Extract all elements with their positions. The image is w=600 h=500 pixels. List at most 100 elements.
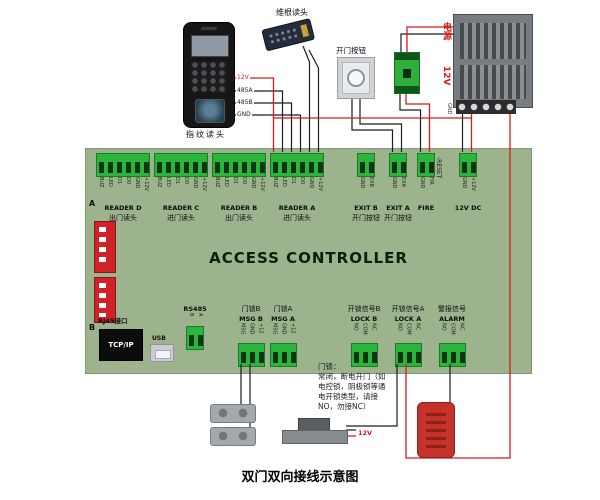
lock-b-terminal-block — [350, 343, 378, 367]
alarm-siren-body — [417, 402, 455, 458]
reset-label: -RESET — [435, 157, 442, 179]
dc-terminal-block — [459, 153, 477, 177]
pin-label: B — [188, 313, 194, 317]
reader-d-terminal-block — [96, 153, 150, 177]
pin-label: MSG — [239, 323, 246, 335]
pin-label: BUZ — [156, 177, 162, 188]
side-b-label: B — [89, 323, 96, 332]
pin-label: NO — [440, 323, 447, 331]
wire-label-12v: 12V — [236, 74, 250, 81]
bolt-voltage-label: 12V — [358, 429, 373, 437]
note-line: 门锁： — [318, 362, 341, 371]
note-line: NO，勿接NC） — [318, 402, 371, 411]
reader-d-label: READER D — [104, 204, 142, 212]
reader-b-terminal-block — [212, 153, 266, 177]
wire-gnd — [233, 114, 302, 152]
pin-label: +12 — [289, 323, 296, 334]
pin-label: D1 — [174, 177, 180, 185]
dc-label: 12V DC — [454, 204, 482, 212]
pin-label: BUZ — [272, 177, 278, 188]
msg-b-label: MSG B — [239, 315, 263, 323]
pin-label: GND — [391, 177, 397, 189]
pin-label: GND — [248, 323, 255, 335]
exit-a-terminal-block — [389, 153, 407, 177]
pin-label: MSG — [271, 323, 278, 335]
pin-label: D0 — [241, 177, 247, 185]
lock-b-label: LOCK B — [350, 315, 378, 323]
wiegand-reader-body — [261, 18, 316, 52]
power-supply-device — [453, 14, 533, 108]
alarm-label: ALARM — [439, 315, 465, 323]
reader-b-label: READER B — [220, 204, 258, 212]
pin-label: GND — [250, 177, 256, 189]
wire-label-gnd: GND — [236, 111, 252, 118]
fingerprint-reader-body — [183, 22, 235, 128]
wire-label-485a: 485A — [236, 87, 254, 94]
relay-module-body — [394, 52, 420, 94]
pin-label: NC — [370, 323, 377, 331]
pin-label: NO — [352, 323, 359, 331]
rs485-label: RS485 — [183, 305, 207, 313]
reader-a-terminal-block — [270, 153, 324, 177]
rs485-terminal-block — [186, 326, 204, 350]
device-screen — [191, 35, 229, 57]
lock-note: 门锁： 常闭，断电开门（如 电控锁，阴极锁等通 电开锁类型，请接 NO，勿接NC… — [318, 362, 398, 412]
magnetic-lock-1 — [210, 404, 256, 423]
pin-label: +12V — [470, 177, 476, 191]
wiegand-reader-label: 维根读头 — [276, 8, 308, 17]
exit-b-label: EXIT B — [354, 204, 378, 212]
dc-power-group: GND+12V 12V DC — [453, 153, 483, 212]
alarm-siren-device — [417, 402, 455, 458]
pin-label: LED — [165, 177, 171, 187]
usb-port — [150, 344, 174, 362]
lock-a-terminal-block — [394, 343, 422, 367]
door-button-device — [337, 57, 375, 99]
pin-label: EXB — [368, 177, 374, 188]
alarm-cn-label: 警报信号 — [438, 305, 466, 313]
wire-wiegand-1 — [302, 45, 311, 152]
msg-a-label: MSG A — [271, 315, 295, 323]
msg-b-cn-label: 门锁B — [241, 305, 261, 313]
pin-label: GND — [134, 177, 140, 189]
dip-switch-toggles — [99, 283, 106, 317]
reader-d-cn-label: 出门读头 — [109, 214, 137, 222]
pin-label: GND — [419, 177, 425, 189]
fingerprint-reader-label: 指纹读头 — [186, 130, 226, 139]
pin-label: LED — [223, 177, 229, 187]
dip-switch-1 — [94, 221, 116, 273]
wire-module-down-red — [405, 92, 431, 152]
exit-a-label: EXIT A — [386, 204, 410, 212]
pin-label: EXA — [400, 177, 406, 188]
msg-b-terminal-block — [237, 343, 265, 367]
fire-terminal-block — [417, 153, 435, 177]
side-a-label: A — [89, 199, 96, 208]
pin-label: GND — [280, 323, 287, 335]
exit-b-terminal-block — [357, 153, 375, 177]
pin-label: D1 — [116, 177, 122, 185]
wiegand-reader-device — [261, 18, 316, 52]
magnetic-lock-2 — [210, 427, 256, 446]
speaker-slot — [201, 27, 217, 30]
fingerprint-sensor — [195, 99, 225, 123]
usb-label: USB — [152, 335, 166, 342]
wire-wiegand-2 — [308, 49, 320, 152]
exit-b-cn-label: 开门按钮 — [352, 214, 380, 222]
siren-grille — [426, 413, 446, 449]
dip-switch-2 — [94, 277, 116, 323]
reader-b-cn-label: 出门读头 — [225, 214, 253, 222]
note-line: 电控锁，阴极锁等通 — [318, 382, 386, 391]
